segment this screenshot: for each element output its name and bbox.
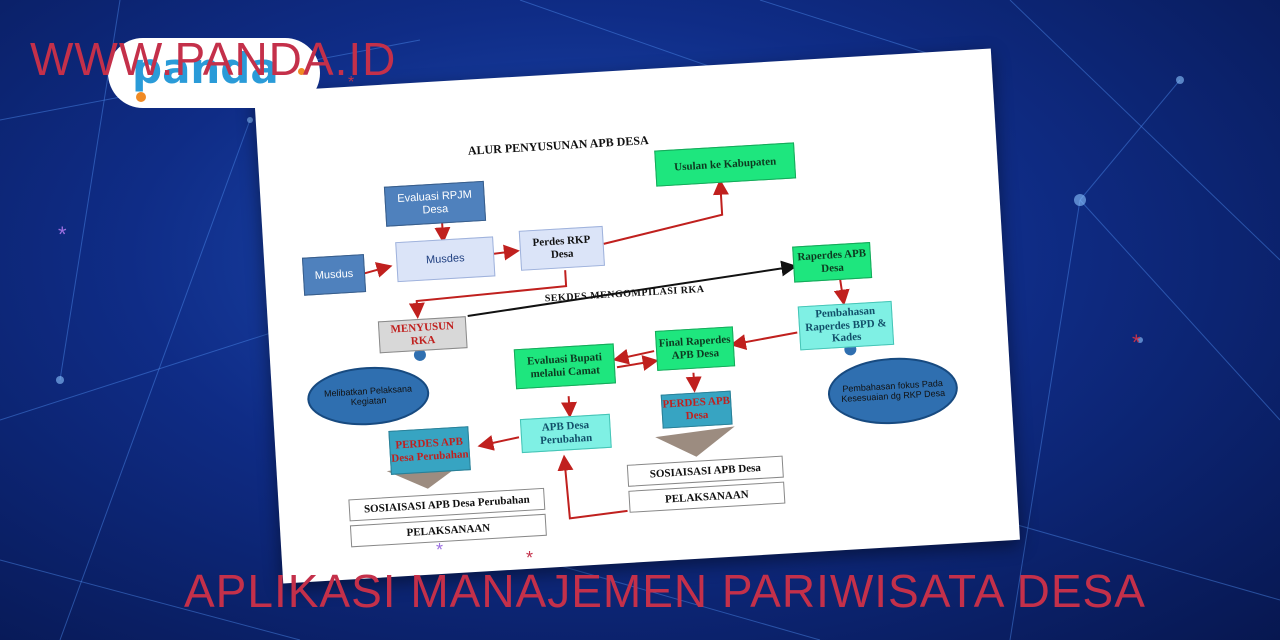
node-perdes-apb: PERDES APB Desa xyxy=(660,390,733,429)
node-apb-perubahan: APB Desa Perubahan xyxy=(519,413,612,454)
star-icon: * xyxy=(526,548,534,568)
star-icon: * xyxy=(58,222,67,247)
node-evaluasi-bupati: Evaluasi Bupati melalui Camat xyxy=(513,343,616,390)
star-icon: * xyxy=(436,540,444,560)
logo-dot-icon xyxy=(136,92,146,102)
node-perdes-apb-perubahan: PERDES APB Desa Perubahan xyxy=(388,426,471,475)
cloud-pembahasan-fokus: Pembahasan fokus Pada Kesesuaian dg RKP … xyxy=(841,377,946,405)
site-url: WWW.PANDA.ID xyxy=(30,33,397,85)
node-perdes-rkp: Perdes RKP Desa xyxy=(518,225,605,271)
panda-logo[interactable]: panda xyxy=(108,38,320,108)
footer-title: APLIKASI MANAJEMEN PARIWISATA DESA xyxy=(184,565,1146,617)
node-pembahasan-raperdes: Pembahasan Raperdes BPD & Kades xyxy=(797,300,895,351)
node-evaluasi-rpjm: Evaluasi RPJM Desa xyxy=(383,180,487,227)
node-musdus: Musdus xyxy=(301,254,367,296)
star-icon: * xyxy=(1132,330,1141,355)
node-menyusun-rka: MENYUSUN RKA xyxy=(377,316,468,354)
node-raperdes: Raperdes APB Desa xyxy=(792,242,873,283)
node-musdes: Musdes xyxy=(395,236,496,283)
cloud-melibatkan: Melibatkan Pelaksana Kegiatan xyxy=(323,383,413,408)
logo-dot-icon xyxy=(298,68,305,75)
node-final-raperdes: Final Raperdes APB Desa xyxy=(654,326,736,371)
flowchart-arrows xyxy=(307,178,958,520)
star-icon: * xyxy=(348,74,355,91)
flowchart-document: ALUR PENYUSUNAN APB DESA Evaluasi RPJM D… xyxy=(254,48,1020,584)
logo-wordmark: panda xyxy=(132,44,279,93)
